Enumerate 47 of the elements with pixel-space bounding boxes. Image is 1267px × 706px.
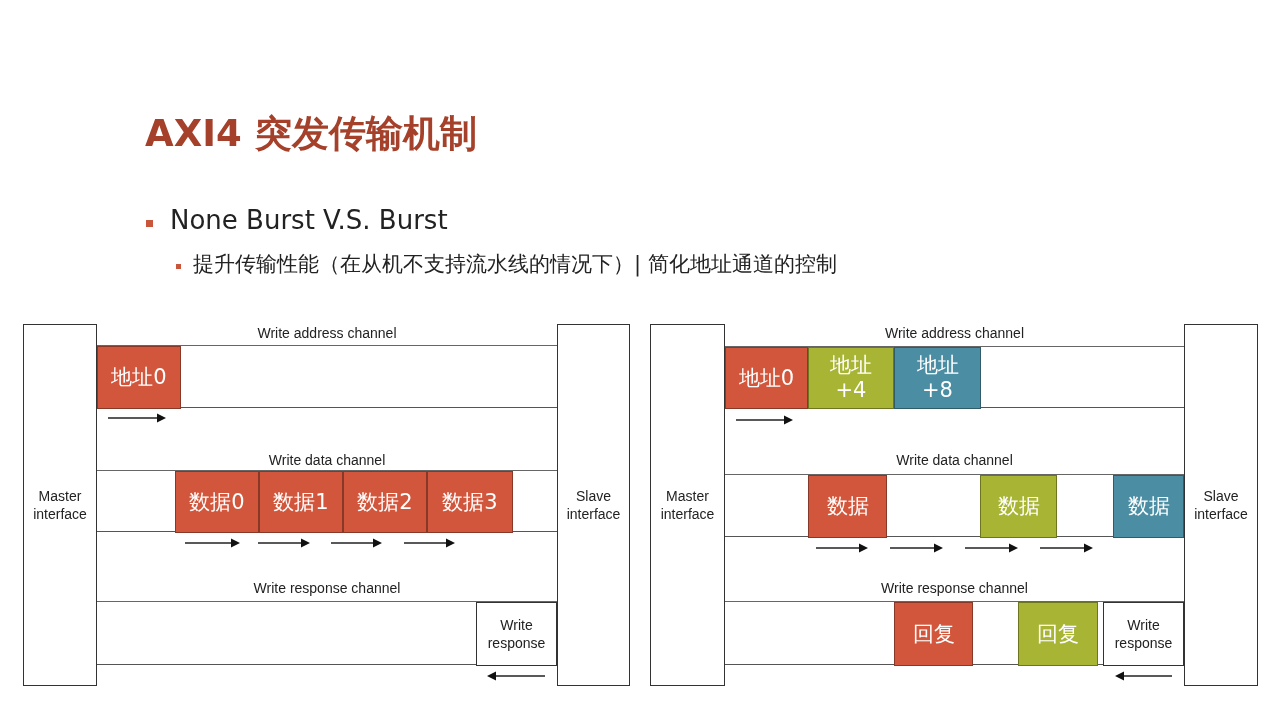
response-block bbox=[894, 602, 973, 666]
response-box bbox=[1103, 602, 1184, 666]
data-block bbox=[808, 475, 887, 538]
data-block bbox=[343, 471, 427, 533]
data-block bbox=[259, 471, 343, 533]
interface-block bbox=[1184, 324, 1258, 686]
block-label: 地址0 bbox=[111, 365, 167, 390]
interface-block bbox=[650, 324, 725, 686]
channel-label: Write response channel bbox=[253, 580, 401, 596]
block-label: 数据1 bbox=[273, 489, 329, 515]
data-block bbox=[1113, 475, 1184, 538]
address-block bbox=[725, 347, 808, 409]
address-block bbox=[808, 347, 894, 409]
response-box bbox=[476, 602, 557, 666]
interface-label: Master interface bbox=[32, 487, 88, 523]
block-label: 数据2 bbox=[357, 489, 413, 515]
block-label: 回复 bbox=[1037, 621, 1079, 647]
block-label: 地址+8 bbox=[915, 353, 960, 403]
interface-block bbox=[23, 324, 97, 686]
channel-label: Write data channel bbox=[896, 452, 1013, 468]
data-block bbox=[175, 471, 259, 533]
block-label: 地址+4 bbox=[829, 353, 873, 403]
block-label: 回复 bbox=[912, 621, 955, 647]
slide-title: AXI4 突发传输机制 bbox=[145, 114, 477, 155]
block-label: 数据3 bbox=[442, 489, 498, 515]
block-label: 地址0 bbox=[738, 365, 795, 391]
data-block bbox=[427, 471, 513, 533]
channel-label: Write data channel bbox=[268, 452, 386, 468]
interface-label: Master interface bbox=[659, 487, 716, 523]
response-block bbox=[1018, 602, 1098, 666]
response-label: Write response bbox=[1113, 616, 1174, 652]
block-label: 数据 bbox=[997, 494, 1040, 519]
channel-label: Write address channel bbox=[257, 325, 397, 341]
channel-label: Write address channel bbox=[885, 325, 1024, 341]
bullet-text: None Burst V.S. Burst bbox=[170, 205, 448, 237]
sub-bullet-text: 提升传输性能（在从机不支持流水线的情况下）| 简化地址通道的控制 bbox=[193, 252, 837, 278]
interface-label: Slave interface bbox=[1193, 487, 1249, 523]
block-label: 数据 bbox=[826, 494, 869, 519]
interface-block bbox=[557, 324, 630, 686]
data-block bbox=[980, 475, 1057, 538]
interface-label: Slave interface bbox=[565, 487, 622, 523]
block-label: 数据 bbox=[1127, 494, 1170, 519]
response-label: Write response bbox=[486, 616, 547, 652]
channel-label: Write response channel bbox=[881, 580, 1028, 596]
address-block bbox=[97, 346, 181, 409]
block-label: 数据0 bbox=[189, 489, 245, 515]
address-block bbox=[894, 347, 981, 409]
